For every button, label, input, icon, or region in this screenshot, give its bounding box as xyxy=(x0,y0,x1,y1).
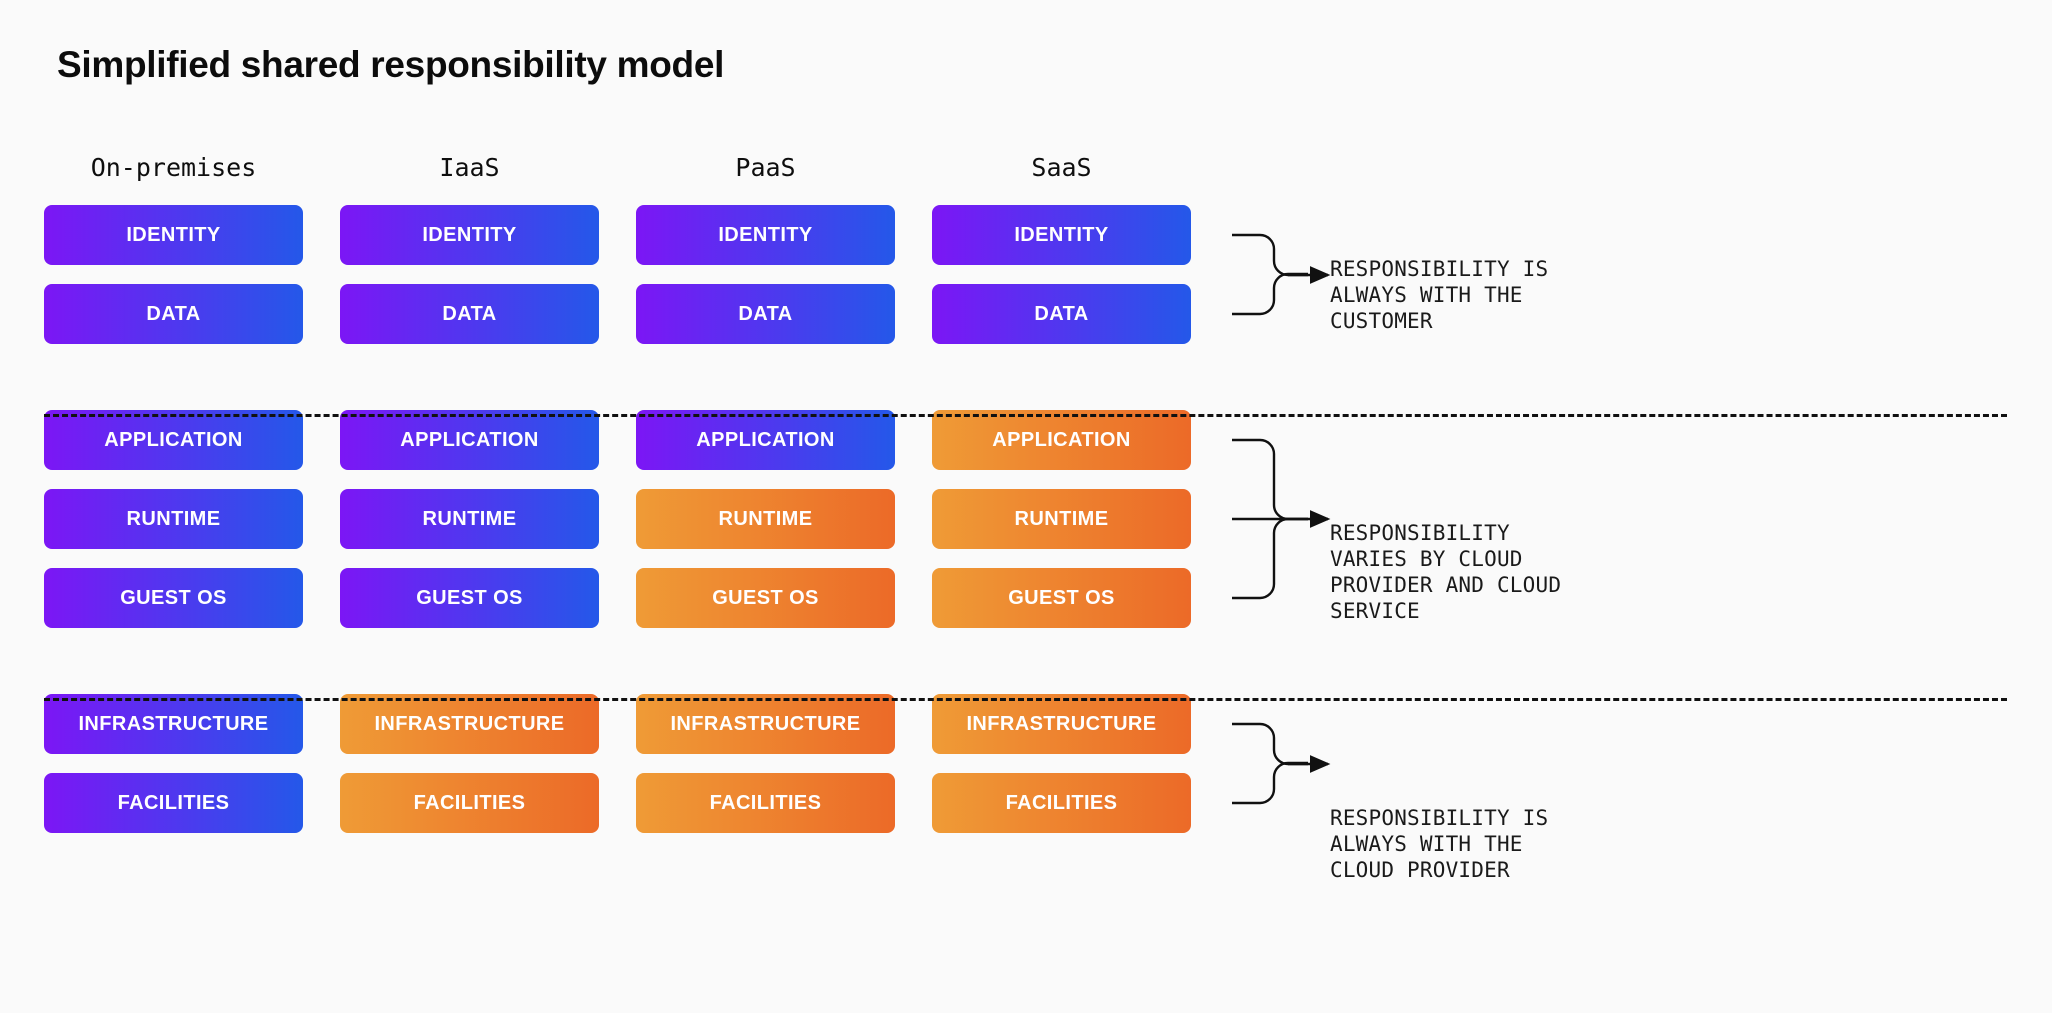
bracket-connectors xyxy=(1232,233,1331,805)
column-on-premises: On-premises IDENTITY DATA APPLICATION RU… xyxy=(44,145,303,833)
responsibility-matrix: On-premises IDENTITY DATA APPLICATION RU… xyxy=(44,145,1229,945)
divider-above-application xyxy=(44,414,2007,417)
column-iaas: IaaS IDENTITY DATA APPLICATION RUNTIME G… xyxy=(340,145,599,833)
cell-saas-identity[interactable]: IDENTITY xyxy=(932,205,1191,265)
cell-paas-data[interactable]: DATA xyxy=(636,284,895,344)
page-title: Simplified shared responsibility model xyxy=(57,44,725,85)
column-header-paas: PaaS xyxy=(735,153,796,182)
annotation-varies: RESPONSIBILITY VARIES BY CLOUD PROVIDER … xyxy=(1330,521,1562,623)
cell-on-premises-infrastructure[interactable]: INFRASTRUCTURE xyxy=(44,694,303,754)
cell-on-premises-identity[interactable]: IDENTITY xyxy=(44,205,303,265)
cell-paas-infrastructure[interactable]: INFRASTRUCTURE xyxy=(636,694,895,754)
cell-saas-facilities[interactable]: FACILITIES xyxy=(932,773,1191,833)
cell-on-premises-guest-os[interactable]: GUEST OS xyxy=(44,568,303,628)
cell-paas-runtime[interactable]: RUNTIME xyxy=(636,489,895,549)
cell-on-premises-runtime[interactable]: RUNTIME xyxy=(44,489,303,549)
cell-iaas-guest-os[interactable]: GUEST OS xyxy=(340,568,599,628)
cell-iaas-runtime[interactable]: RUNTIME xyxy=(340,489,599,549)
cell-iaas-infrastructure[interactable]: INFRASTRUCTURE xyxy=(340,694,599,754)
cell-iaas-application[interactable]: APPLICATION xyxy=(340,410,599,470)
column-header-iaas: IaaS xyxy=(439,153,500,182)
column-header-on-premises: On-premises xyxy=(90,153,257,182)
column-saas: SaaS IDENTITY DATA APPLICATION RUNTIME G… xyxy=(932,145,1191,833)
annotation-customer: RESPONSIBILITY IS ALWAYS WITH THE CUSTOM… xyxy=(1330,257,1549,333)
cell-iaas-data[interactable]: DATA xyxy=(340,284,599,344)
column-header-saas: SaaS xyxy=(1031,153,1092,182)
cell-saas-data[interactable]: DATA xyxy=(932,284,1191,344)
cell-paas-application[interactable]: APPLICATION xyxy=(636,410,895,470)
cell-iaas-identity[interactable]: IDENTITY xyxy=(340,205,599,265)
bracket-customer xyxy=(1232,233,1331,316)
cell-saas-guest-os[interactable]: GUEST OS xyxy=(932,568,1191,628)
cell-saas-application[interactable]: APPLICATION xyxy=(932,410,1191,470)
cell-paas-identity[interactable]: IDENTITY xyxy=(636,205,895,265)
cell-paas-facilities[interactable]: FACILITIES xyxy=(636,773,895,833)
annotation-provider: RESPONSIBILITY IS ALWAYS WITH THE CLOUD … xyxy=(1330,806,1549,882)
bracket-provider xyxy=(1232,722,1331,805)
cell-on-premises-application[interactable]: APPLICATION xyxy=(44,410,303,470)
cell-iaas-facilities[interactable]: FACILITIES xyxy=(340,773,599,833)
bracket-varies xyxy=(1232,438,1331,600)
cell-saas-runtime[interactable]: RUNTIME xyxy=(932,489,1191,549)
cell-saas-infrastructure[interactable]: INFRASTRUCTURE xyxy=(932,694,1191,754)
column-paas: PaaS IDENTITY DATA APPLICATION RUNTIME G… xyxy=(636,145,895,833)
divider-above-infrastructure xyxy=(44,698,2007,701)
cell-on-premises-data[interactable]: DATA xyxy=(44,284,303,344)
annotations-group: RESPONSIBILITY IS ALWAYS WITH THE CUSTOM… xyxy=(1232,145,2032,945)
cell-on-premises-facilities[interactable]: FACILITIES xyxy=(44,773,303,833)
cell-paas-guest-os[interactable]: GUEST OS xyxy=(636,568,895,628)
